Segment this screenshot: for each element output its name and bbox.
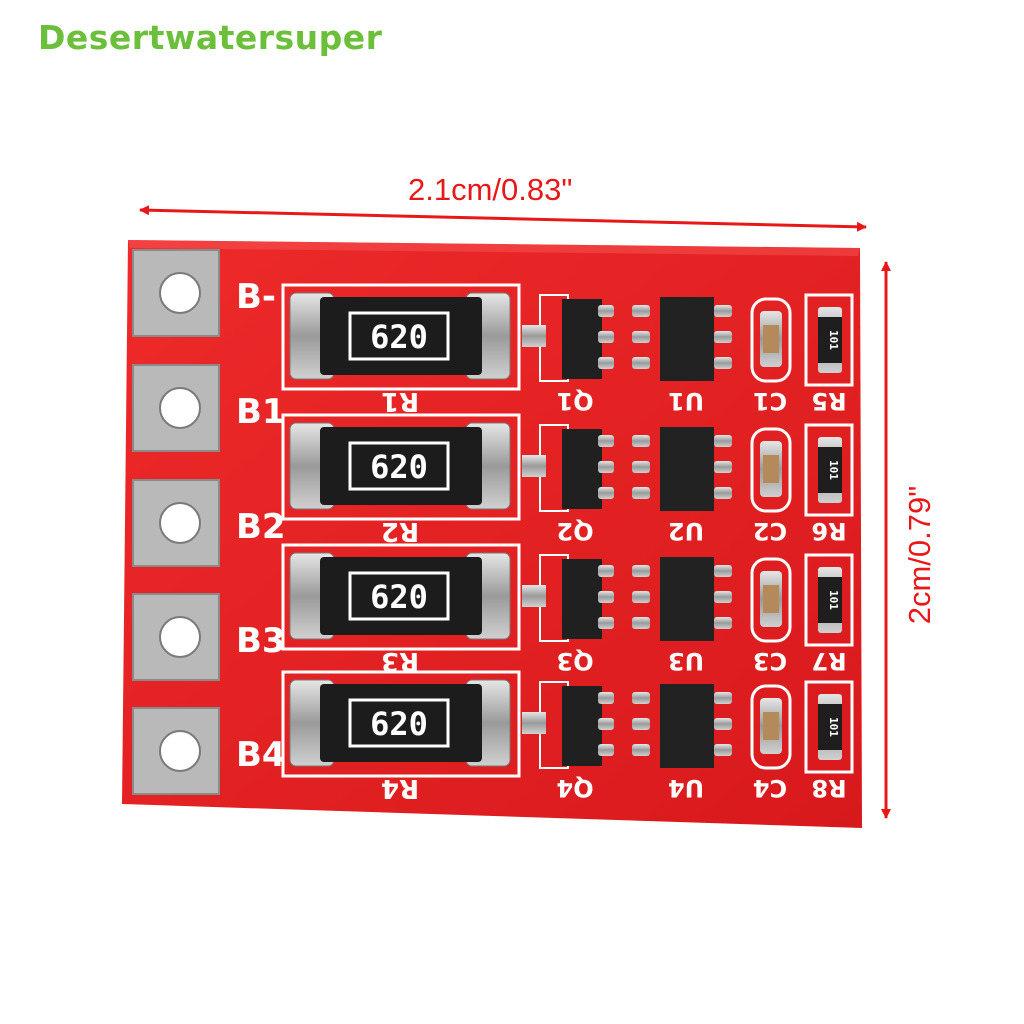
resistor-designator: R2 xyxy=(381,516,419,546)
solder-pad xyxy=(132,364,220,452)
small-resistor: 101 xyxy=(804,680,854,774)
power-resistor: 620 xyxy=(320,684,482,762)
capacitor xyxy=(750,557,792,643)
pad-label: B- xyxy=(236,277,276,317)
transistor xyxy=(522,554,614,642)
solder-pad xyxy=(132,249,220,337)
resistor-marking: 620 xyxy=(370,318,428,356)
small-resistor-marking: 101 xyxy=(827,717,840,737)
resistor-designator: R1 xyxy=(381,386,419,416)
small-resistor: 101 xyxy=(804,553,854,647)
ic-chip xyxy=(632,297,732,381)
ic-chip xyxy=(632,427,732,511)
small-resistor-designator: R6 xyxy=(811,517,846,545)
transistor-designator: Q4 xyxy=(556,774,593,802)
capacitor-designator: C1 xyxy=(753,387,787,415)
transistor xyxy=(522,681,614,769)
transistor-designator: Q1 xyxy=(556,387,593,415)
pad-label: B1 xyxy=(236,392,286,432)
pad-label: B4 xyxy=(236,735,286,775)
small-resistor-marking: 101 xyxy=(827,330,840,350)
capacitor xyxy=(750,427,792,513)
resistor-designator: R4 xyxy=(381,773,419,803)
resistor-marking: 620 xyxy=(370,448,428,486)
brand-watermark: Desertwatersuper xyxy=(38,18,383,57)
width-dimension-arrow xyxy=(139,205,867,232)
solder-pad xyxy=(132,479,220,567)
ic-chip xyxy=(632,557,732,641)
small-resistor-marking: 101 xyxy=(827,590,840,610)
solder-pad xyxy=(132,593,220,681)
capacitor xyxy=(750,297,792,383)
pad-label: B3 xyxy=(236,621,286,661)
small-resistor-marking: 101 xyxy=(827,460,840,480)
transistor xyxy=(522,294,614,382)
ic-chip xyxy=(632,684,732,768)
capacitor-designator: C3 xyxy=(753,647,787,675)
ic-designator: U2 xyxy=(668,517,704,545)
pad-label: B2 xyxy=(236,507,286,547)
transistor xyxy=(522,424,614,512)
resistor-marking: 620 xyxy=(370,705,428,743)
width-dimension-label: 2.1cm/0.83" xyxy=(408,172,573,207)
power-resistor: 620 xyxy=(320,557,482,635)
small-resistor-designator: R7 xyxy=(811,647,846,675)
ic-designator: U3 xyxy=(668,647,704,675)
transistor-designator: Q2 xyxy=(556,517,593,545)
resistor-marking: 620 xyxy=(370,578,428,616)
transistor-designator: Q3 xyxy=(556,647,593,675)
capacitor-designator: C2 xyxy=(753,517,787,545)
small-resistor-designator: R8 xyxy=(811,774,846,802)
power-resistor: 620 xyxy=(320,427,482,505)
capacitor xyxy=(750,684,792,770)
small-resistor: 101 xyxy=(804,293,854,387)
power-resistor: 620 xyxy=(320,297,482,375)
ic-designator: U4 xyxy=(668,774,704,802)
capacitor-designator: C4 xyxy=(753,774,787,802)
small-resistor: 101 xyxy=(804,423,854,517)
solder-pad xyxy=(132,707,220,795)
ic-designator: U1 xyxy=(668,387,704,415)
small-resistor-designator: R5 xyxy=(811,387,846,415)
